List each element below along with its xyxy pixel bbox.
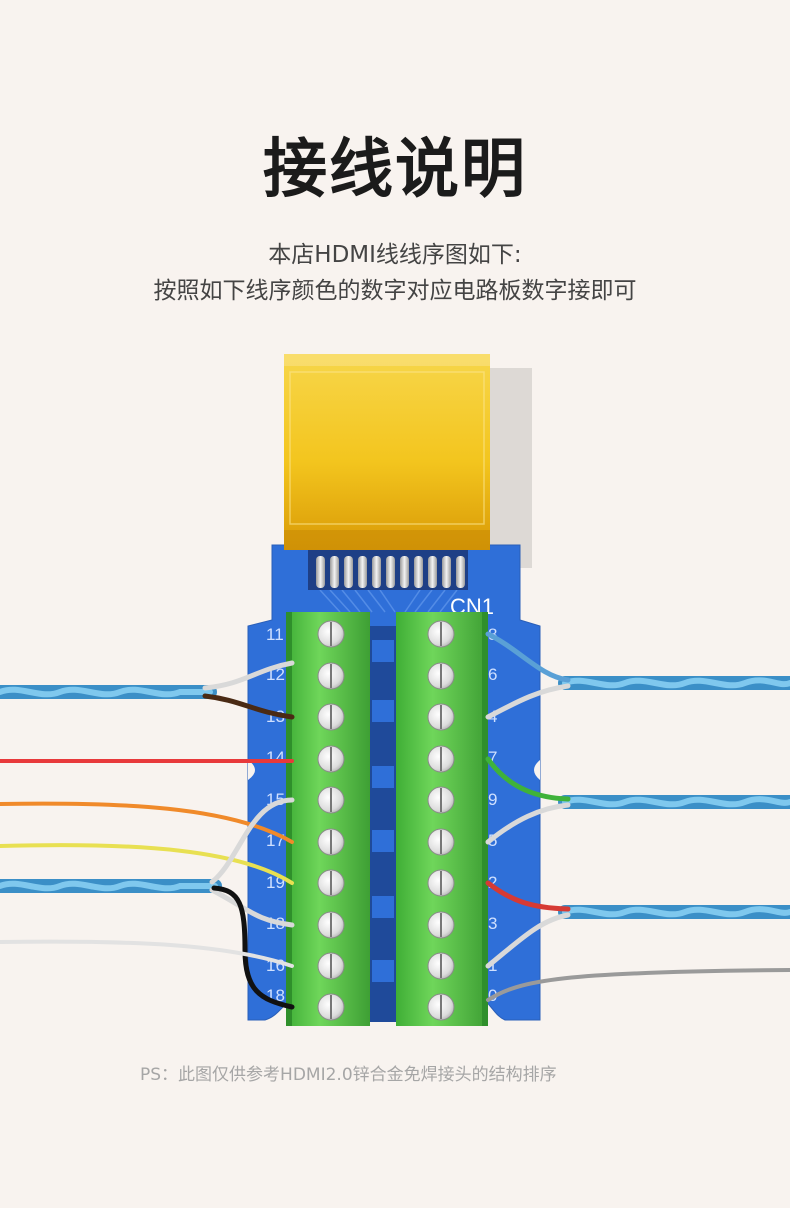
- footnote: PS：此图仅供参考HDMI2.0锌合金免焊接头的结构排序: [140, 1065, 557, 1085]
- page-title: 接线说明: [263, 133, 527, 207]
- svg-text:6: 6: [488, 665, 497, 684]
- svg-text:2: 2: [488, 873, 497, 892]
- svg-text:3: 3: [488, 914, 497, 933]
- screws-left: [317, 620, 345, 1021]
- svg-text:14: 14: [266, 748, 285, 767]
- board-traces: [319, 589, 458, 613]
- hdmi-plug: [284, 354, 490, 550]
- connector-pins: [308, 550, 468, 590]
- svg-text:11: 11: [266, 625, 284, 644]
- subtitle-line-1: 本店HDMI线线序图如下:: [268, 242, 522, 268]
- center-strip: [366, 626, 400, 1022]
- screws-right: [427, 620, 455, 1021]
- subtitle-line-2: 按照如下线序颜色的数字对应电路板数字接即可: [153, 278, 637, 304]
- right-wires: [485, 631, 790, 1002]
- svg-text:7: 7: [488, 748, 497, 767]
- left-wires: [0, 660, 295, 1010]
- svg-text:9: 9: [488, 790, 497, 809]
- svg-text:1: 1: [488, 956, 497, 975]
